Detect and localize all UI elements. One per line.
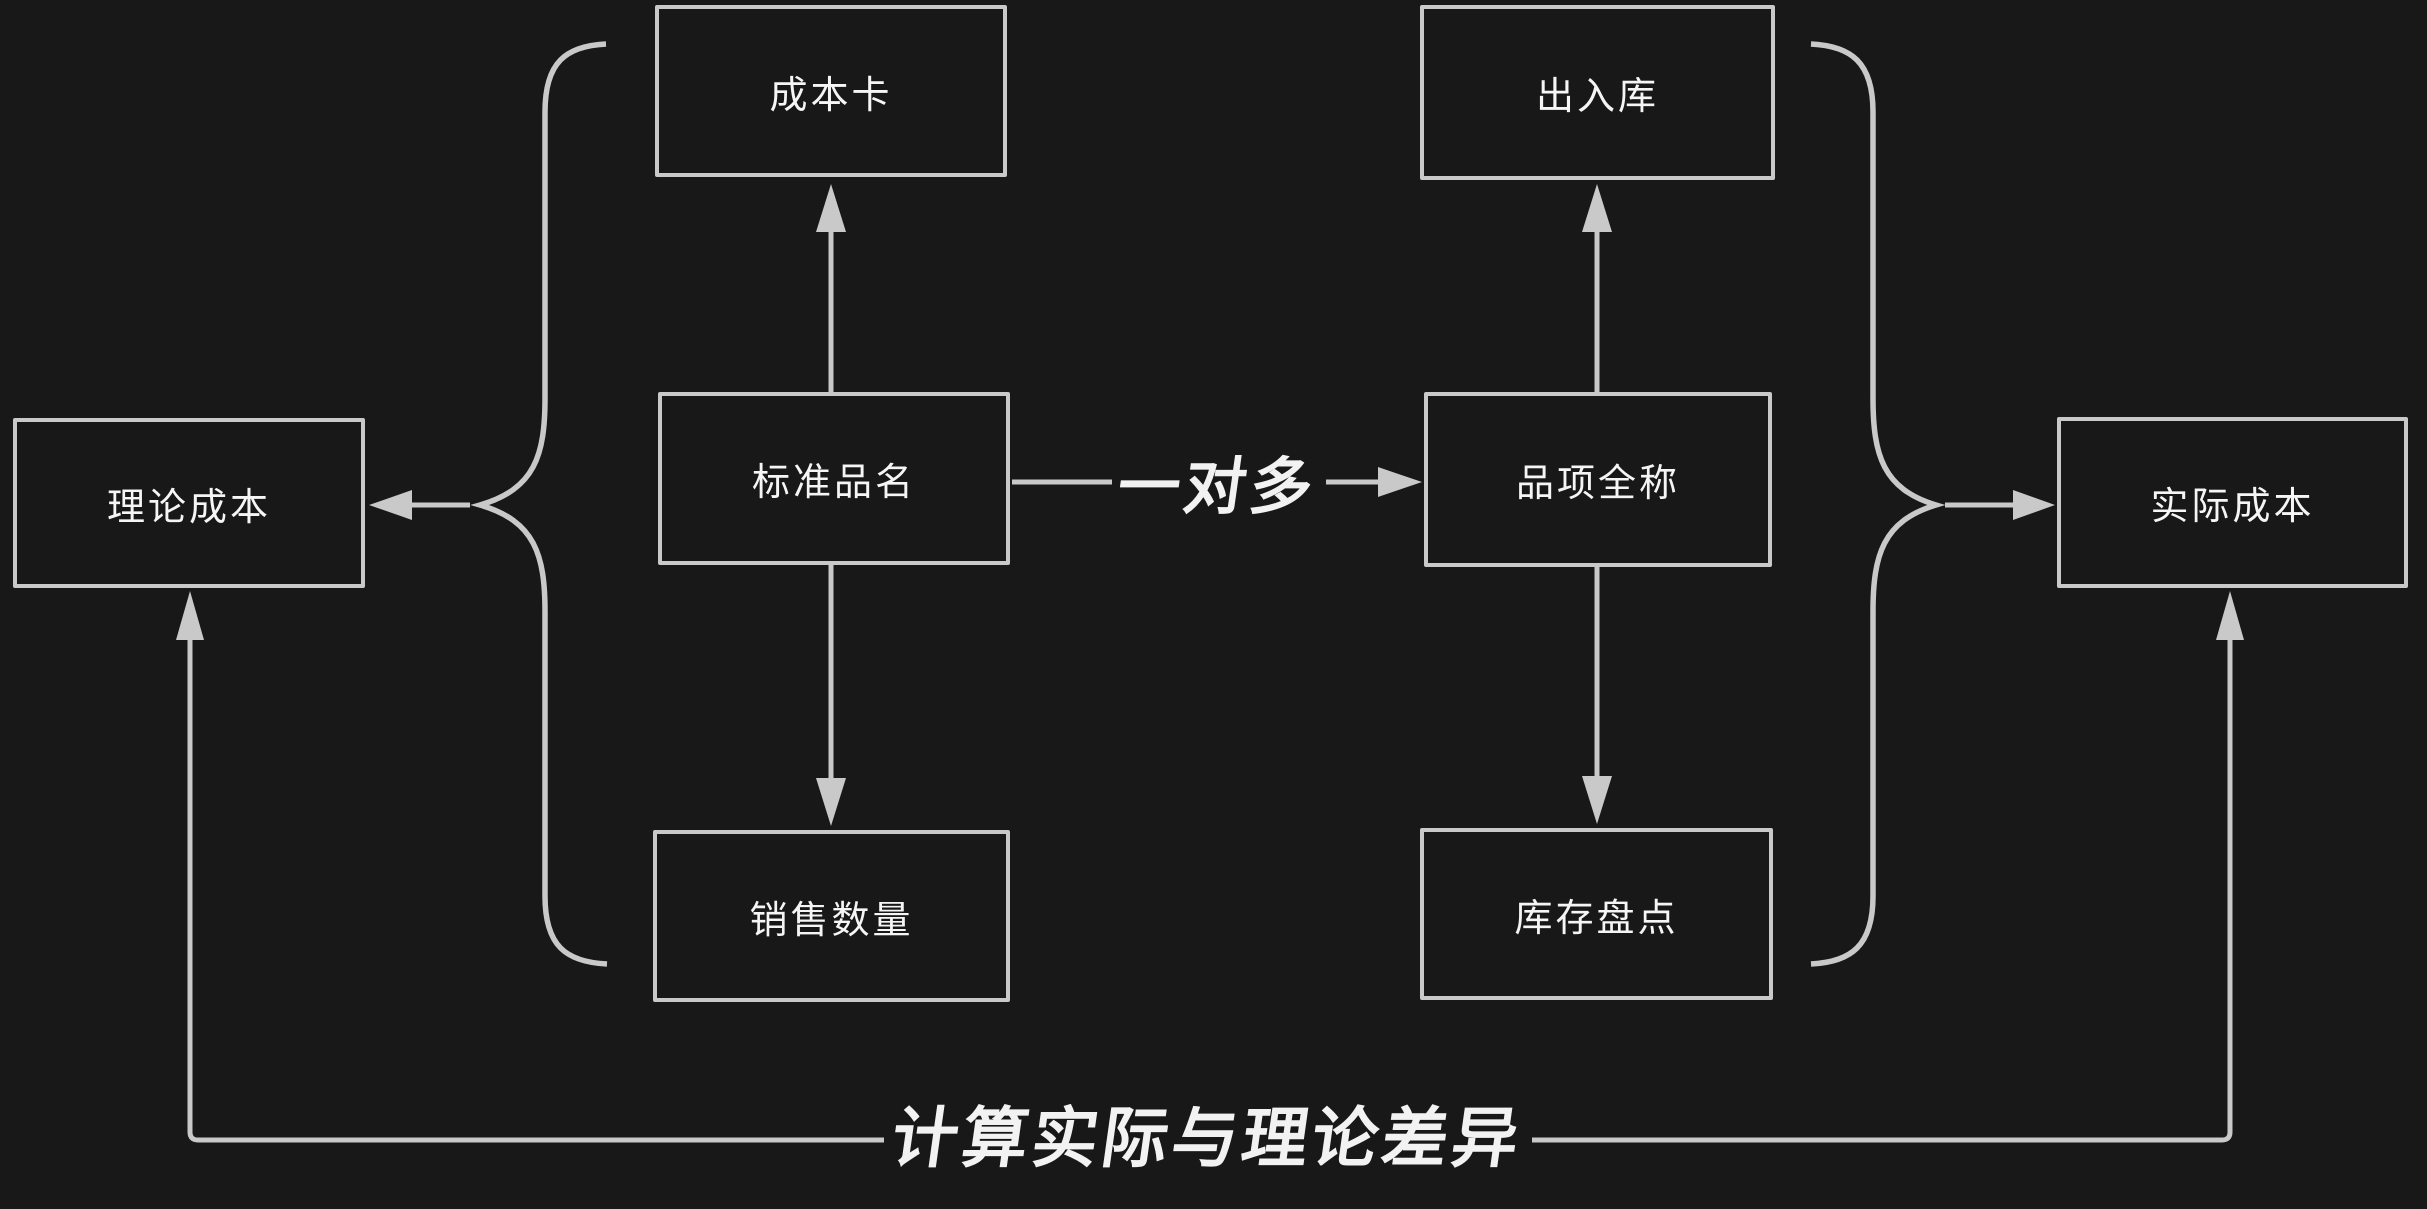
arrowhead-brace-to-theoretical xyxy=(369,490,412,520)
node-theoretical-cost[interactable]: 理论成本 xyxy=(13,418,365,588)
arrowhead-item-to-inout xyxy=(1582,184,1612,232)
node-cost-card-label: 成本卡 xyxy=(769,72,893,117)
edge-label-difference: 计算实际与理论差异 xyxy=(886,1100,1528,1177)
left-brace xyxy=(470,41,608,967)
node-actual-cost-label: 实际成本 xyxy=(2150,484,2315,528)
arrowhead-feedback-actual xyxy=(2216,591,2244,640)
node-sales-qty-label: 销售数量 xyxy=(749,897,914,942)
node-item-full-name[interactable]: 品项全称 xyxy=(1424,392,1772,567)
node-theoretical-cost-label: 理论成本 xyxy=(106,484,271,529)
feedback-line-left xyxy=(187,636,884,1143)
right-brace xyxy=(1810,41,1946,967)
arrowhead-item-to-inventory xyxy=(1582,776,1612,824)
node-sales-qty[interactable]: 销售数量 xyxy=(653,830,1010,1002)
node-standard-name-label: 标准品名 xyxy=(751,460,916,504)
arrowhead-feedback-theoretical xyxy=(176,591,204,640)
node-inventory-count-label: 库存盘点 xyxy=(1514,895,1679,940)
arrowhead-standard-to-sales xyxy=(816,778,846,826)
node-in-out-label: 出入库 xyxy=(1535,74,1659,118)
node-inventory-count[interactable]: 库存盘点 xyxy=(1420,828,1773,1000)
node-in-out[interactable]: 出入库 xyxy=(1420,5,1775,180)
arrowhead-one-to-many xyxy=(1378,467,1422,497)
arrowhead-brace-to-actual xyxy=(2013,490,2055,520)
arrowhead-standard-to-cost-card xyxy=(816,184,846,232)
node-standard-name[interactable]: 标准品名 xyxy=(658,392,1010,565)
node-cost-card[interactable]: 成本卡 xyxy=(655,5,1007,177)
feedback-line-right xyxy=(1532,636,2233,1143)
node-actual-cost[interactable]: 实际成本 xyxy=(2057,417,2408,588)
node-item-full-name-label: 品项全称 xyxy=(1515,461,1680,505)
edge-label-one-to-many: 一对多 xyxy=(1113,450,1322,523)
